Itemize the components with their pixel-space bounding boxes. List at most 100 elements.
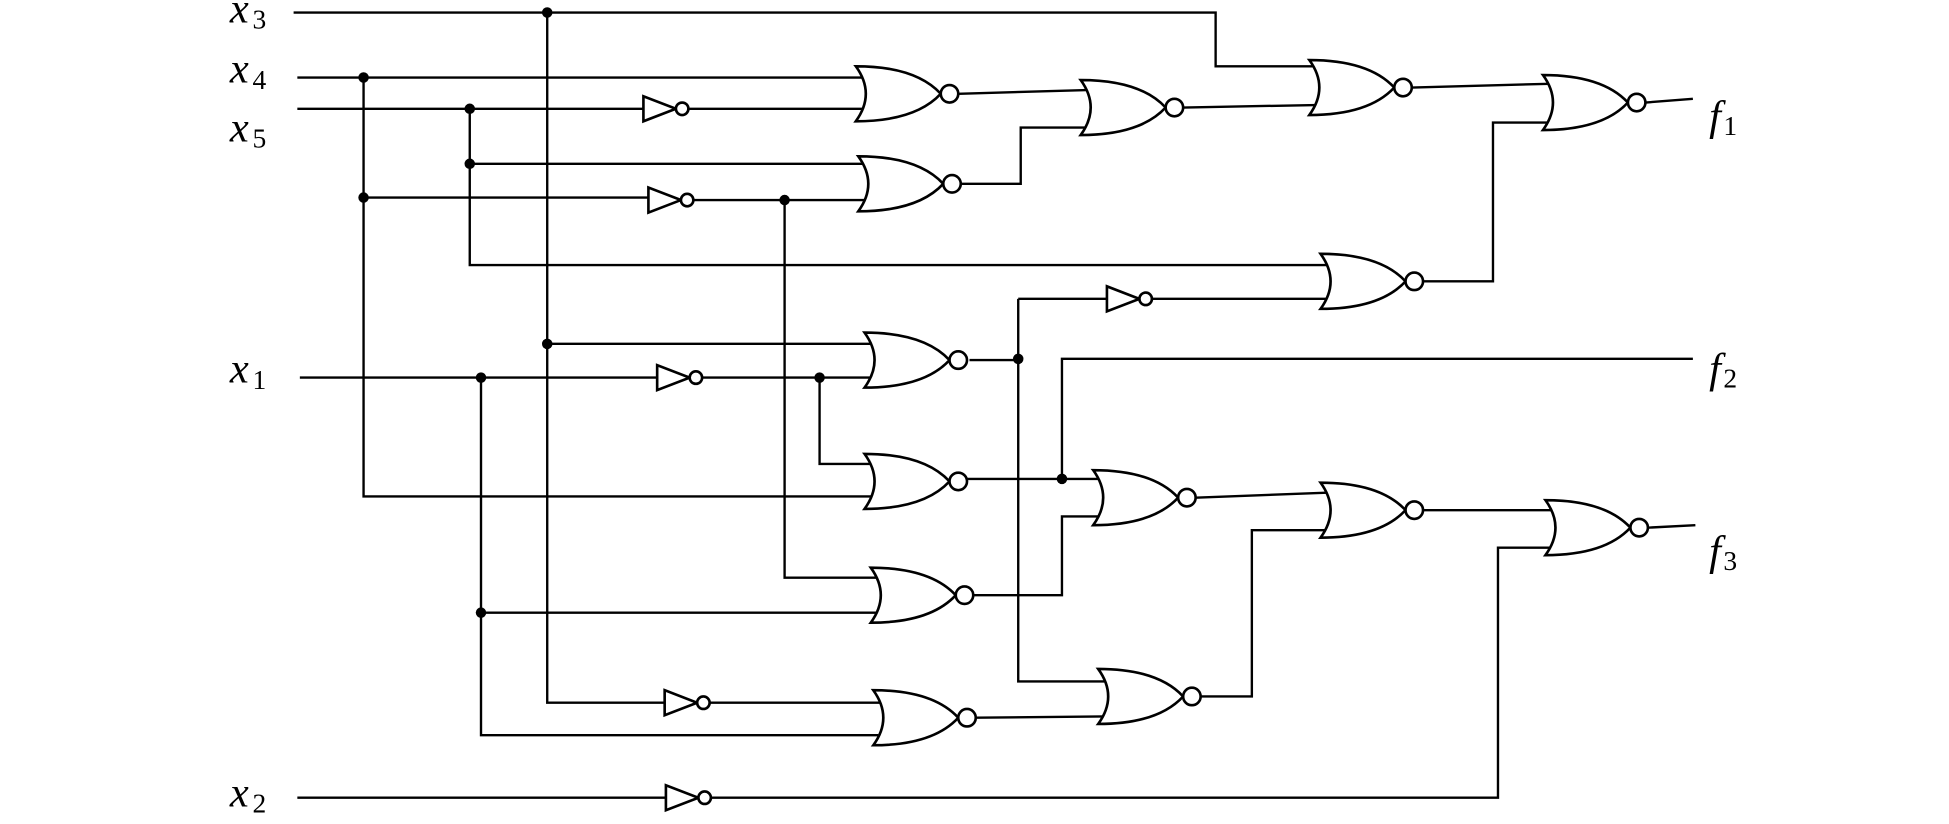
inversion-bubble bbox=[1626, 92, 1647, 113]
inversion-bubble bbox=[697, 790, 713, 806]
nor-gate-G6 bbox=[1317, 252, 1425, 311]
inversion-bubble bbox=[688, 370, 704, 386]
junction-dot bbox=[464, 158, 476, 170]
not-gate-N2 bbox=[647, 185, 695, 215]
inversion-bubble bbox=[674, 101, 690, 117]
inversion-bubble bbox=[948, 350, 969, 371]
junction-dot bbox=[475, 372, 487, 383]
junction-dot bbox=[358, 72, 369, 83]
inversion-bubble bbox=[1404, 271, 1425, 292]
inversion-bubble bbox=[1181, 686, 1202, 707]
wire-G9-to-G10 bbox=[1195, 491, 1327, 499]
junction-dot bbox=[1056, 473, 1068, 485]
nor-gate-G7 bbox=[861, 331, 969, 389]
wire-G1-to-G3 bbox=[958, 88, 1087, 95]
junction-dot bbox=[1012, 353, 1024, 365]
nor-gate-G8 bbox=[861, 452, 969, 511]
inversion-bubble bbox=[948, 471, 969, 492]
inversion-bubble bbox=[1164, 97, 1185, 118]
wire-N2-to-G12 bbox=[783, 200, 878, 579]
nor-gate-G11 bbox=[1542, 498, 1650, 557]
junction-dot bbox=[541, 338, 553, 350]
nor-body bbox=[1306, 58, 1397, 117]
inversion-bubble bbox=[695, 695, 711, 711]
not-gate-N6 bbox=[664, 783, 713, 813]
junction-dot bbox=[814, 372, 825, 383]
inversion-bubble bbox=[1404, 500, 1425, 521]
nor-body bbox=[868, 566, 958, 625]
inversion-bubble bbox=[941, 173, 963, 194]
wire-N4-to-G8 bbox=[818, 377, 871, 466]
inversion-bubble bbox=[956, 707, 978, 728]
wire-G13-to-G10 bbox=[1200, 528, 1327, 698]
nor-body bbox=[1540, 73, 1630, 132]
junction-dot bbox=[779, 194, 790, 206]
nor-gate-G3 bbox=[1078, 78, 1185, 137]
nor-gate-G9 bbox=[1090, 468, 1197, 527]
wire-f1 bbox=[1645, 97, 1693, 104]
not-gate-N4 bbox=[655, 363, 704, 393]
inversion-bubble bbox=[954, 585, 975, 606]
inversion-bubble bbox=[679, 192, 695, 208]
nor-body bbox=[1317, 252, 1408, 311]
nor-gate-G14 bbox=[870, 688, 978, 747]
buffer-triangle bbox=[663, 688, 701, 718]
wire-f2 bbox=[1060, 357, 1693, 479]
nor-gate-G1 bbox=[853, 64, 960, 123]
wire-x3 bbox=[293, 11, 1320, 68]
nor-gate-G2 bbox=[855, 154, 963, 213]
wire-f3 bbox=[1647, 523, 1696, 529]
wire-G3-to-G4 bbox=[1183, 103, 1316, 109]
nor-gate-G4 bbox=[1306, 58, 1414, 117]
nor-gate-G12 bbox=[868, 566, 975, 625]
wire-x4-bus bbox=[362, 77, 871, 498]
nor-body bbox=[1078, 78, 1168, 137]
nor-gate-G10 bbox=[1317, 481, 1425, 539]
nor-body bbox=[853, 64, 943, 123]
wire-G14-to-G13 bbox=[975, 715, 1105, 719]
buffer-triangle bbox=[642, 94, 680, 124]
not-gate-N3 bbox=[1105, 284, 1154, 314]
junction-dot bbox=[464, 103, 476, 115]
gates bbox=[642, 58, 1650, 813]
nor-body bbox=[1090, 468, 1180, 527]
inversion-bubble bbox=[939, 83, 960, 104]
nor-body bbox=[861, 331, 952, 389]
wire-N6-to-G11 bbox=[710, 546, 1552, 799]
buffer-triangle bbox=[647, 185, 685, 215]
nor-body bbox=[1317, 481, 1408, 539]
wire-x3-bus bbox=[546, 12, 665, 704]
junction-dot bbox=[541, 7, 553, 18]
inversion-bubble bbox=[1138, 291, 1154, 307]
wire-G2-to-G3 bbox=[960, 126, 1087, 185]
junction-dots bbox=[358, 7, 1068, 618]
wire-G6-to-G5 bbox=[1423, 121, 1550, 283]
junction-dot bbox=[358, 192, 369, 203]
nor-body bbox=[1095, 667, 1185, 726]
nor-gate-G5 bbox=[1540, 73, 1647, 132]
wire-x1-bus bbox=[479, 377, 879, 737]
inversion-bubble bbox=[1629, 517, 1650, 538]
inversion-bubble bbox=[1176, 487, 1197, 508]
wire-G4-to-G5 bbox=[1411, 82, 1550, 89]
nor-body bbox=[855, 154, 946, 213]
nor-body bbox=[870, 688, 961, 747]
buffer-triangle bbox=[1105, 284, 1144, 314]
wire-G7-bus bbox=[1017, 298, 1105, 683]
wires bbox=[293, 11, 1696, 799]
buffer-triangle bbox=[664, 783, 703, 813]
wire-G12-to-G9 bbox=[973, 515, 1100, 597]
nor-body bbox=[1542, 498, 1633, 557]
nor-gate-G13 bbox=[1095, 667, 1202, 726]
junction-dot bbox=[475, 607, 487, 618]
not-gate-N5 bbox=[663, 688, 711, 718]
